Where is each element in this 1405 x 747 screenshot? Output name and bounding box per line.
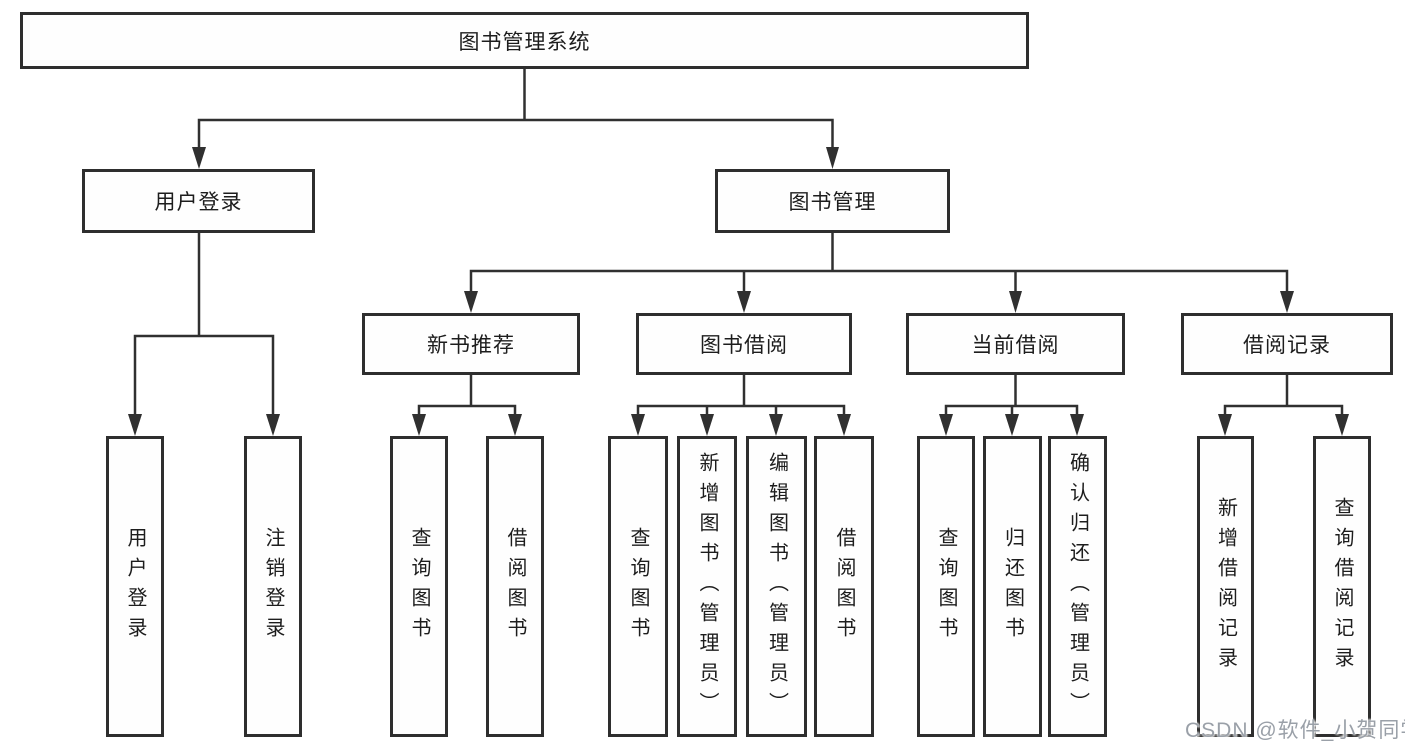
node-book-management: 图书管理	[715, 169, 950, 233]
node-user-login: 用户登录	[82, 169, 315, 233]
node-root-library-system: 图书管理系统	[20, 12, 1029, 69]
node-new-book-recommend: 新书推荐	[362, 313, 580, 375]
node-book-borrow: 图书借阅	[636, 313, 852, 375]
leaf-records-search-record: 查询借阅记录	[1313, 436, 1371, 737]
leaf-logout: 注销登录	[244, 436, 302, 737]
leaf-current-return-book: 归还图书	[983, 436, 1042, 737]
leaf-borrow-edit-book-admin: 编辑图书（管理员）	[746, 436, 807, 737]
leaf-recommend-borrow-book: 借阅图书	[486, 436, 544, 737]
leaf-borrow-borrow-book: 借阅图书	[814, 436, 874, 737]
watermark: CSDN @软件_小贺同学	[1185, 719, 1405, 742]
node-borrow-records: 借阅记录	[1181, 313, 1393, 375]
node-current-borrow: 当前借阅	[906, 313, 1125, 375]
leaf-recommend-search-book: 查询图书	[390, 436, 448, 737]
leaf-current-search-book: 查询图书	[917, 436, 975, 737]
leaf-current-confirm-return-admin: 确认归还（管理员）	[1048, 436, 1107, 737]
leaf-user-login: 用户登录	[106, 436, 164, 737]
leaf-borrow-search-book: 查询图书	[608, 436, 668, 737]
leaf-records-add-record: 新增借阅记录	[1197, 436, 1254, 737]
arrowheads	[128, 147, 1349, 436]
leaf-borrow-add-book-admin: 新增图书（管理员）	[677, 436, 737, 737]
